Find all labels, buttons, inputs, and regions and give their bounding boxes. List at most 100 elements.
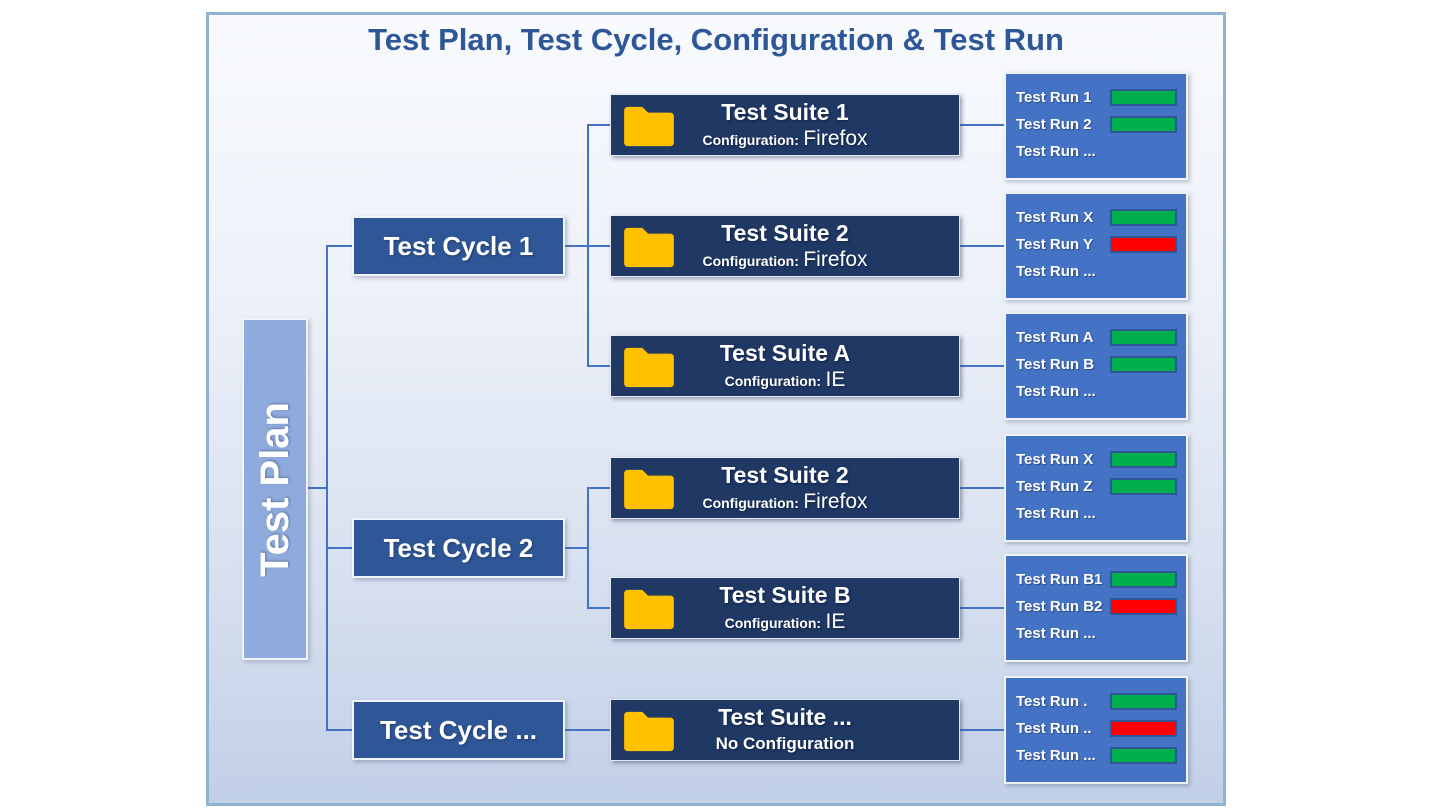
connector-suite5-stub [587, 607, 610, 609]
suite-title: Test Suite 2 [721, 462, 849, 488]
run-status-bar [1110, 88, 1177, 106]
run-row: Test Run ... [1016, 141, 1177, 161]
connector-cycle1-stub [326, 245, 352, 247]
run-status-bar [1110, 597, 1177, 615]
suite-config: Configuration: Firefox [611, 490, 959, 516]
connector-run6-link [960, 729, 1004, 731]
run-row: Test Run 2 [1016, 114, 1177, 134]
run-row: Test Run ... [1016, 503, 1177, 523]
run-row: Test Run X [1016, 207, 1177, 227]
config-value: Firefox [803, 248, 868, 271]
run-row: Test Run Y [1016, 234, 1177, 254]
suite-title: Test Suite B [719, 582, 851, 608]
run-label: Test Run 1 [1016, 88, 1092, 106]
run-group-2[interactable]: Test Run X Test Run Y Test Run ... [1004, 192, 1188, 300]
suite-config: Configuration: Firefox [611, 248, 959, 274]
folder-icon [624, 347, 674, 388]
connector-run1-link [960, 124, 1004, 126]
connector-cycle2-right [565, 547, 589, 549]
connector-suite3-stub [587, 365, 610, 367]
connector-cycle3-stub [326, 729, 352, 731]
suite-title: Test Suite 1 [721, 99, 849, 125]
run-label: Test Run ... [1016, 142, 1096, 160]
run-status-bar [1110, 692, 1177, 710]
test-cycle-etc-node[interactable]: Test Cycle ... [352, 700, 565, 760]
folder-icon [624, 469, 674, 510]
run-row: Test Run ... [1016, 381, 1177, 401]
run-row: Test Run ... [1016, 745, 1177, 765]
run-label: Test Run X [1016, 450, 1094, 468]
run-row: Test Run 1 [1016, 87, 1177, 107]
connector-run4-link [960, 487, 1004, 489]
suite-title: Test Suite A [719, 340, 851, 366]
suite-config: Configuration: IE [611, 368, 959, 394]
run-status-bar [1110, 477, 1177, 495]
config-label: Configuration: [724, 615, 822, 631]
run-label: Test Run B1 [1016, 570, 1103, 588]
folder-icon [624, 227, 674, 268]
run-group-6[interactable]: Test Run . Test Run .. Test Run ... [1004, 676, 1188, 784]
run-row: Test Run B1 [1016, 569, 1177, 589]
run-label: Test Run . [1016, 692, 1088, 710]
run-row: Test Run . [1016, 691, 1177, 711]
test-cycle-label: Test Cycle ... [379, 714, 538, 745]
test-suite-b-node[interactable]: Test Suite B Configuration: IE [610, 577, 960, 639]
run-status-bar [1110, 355, 1177, 373]
run-group-4[interactable]: Test Run X Test Run Z Test Run ... [1004, 434, 1188, 542]
connector-suite4-stub [587, 487, 610, 489]
test-suite-1-node[interactable]: Test Suite 1 Configuration: Firefox [610, 94, 960, 156]
test-suite-a-node[interactable]: Test Suite A Configuration: IE [610, 335, 960, 397]
connector-cycle3-right [565, 729, 610, 731]
run-label: Test Run ... [1016, 382, 1096, 400]
config-label: Configuration: [702, 132, 799, 148]
config-label: Configuration: [702, 253, 799, 269]
config-value: IE [825, 610, 846, 633]
run-label: Test Run X [1016, 208, 1094, 226]
run-status-bar [1110, 328, 1177, 346]
run-row: Test Run A [1016, 327, 1177, 347]
test-cycle-1-node[interactable]: Test Cycle 1 [352, 216, 565, 276]
folder-icon [624, 589, 674, 630]
connector-cycle1-right [565, 245, 589, 247]
test-cycle-label: Test Cycle 1 [383, 230, 534, 261]
connector-suite-trunk-2 [587, 487, 589, 609]
run-label: Test Run ... [1016, 624, 1096, 642]
test-plan-node[interactable]: Test Plan [242, 318, 308, 660]
connector-suite2-stub [587, 245, 610, 247]
run-row: Test Run ... [1016, 623, 1177, 643]
suite-config: No Configuration [611, 732, 959, 757]
run-row: Test Run B2 [1016, 596, 1177, 616]
config-label: Configuration: [702, 495, 799, 511]
run-status-bar [1110, 450, 1177, 468]
run-group-5[interactable]: Test Run B1 Test Run B2 Test Run ... [1004, 554, 1188, 662]
run-group-1[interactable]: Test Run 1 Test Run 2 Test Run ... [1004, 72, 1188, 180]
test-suite-2-node[interactable]: Test Suite 2 Configuration: Firefox [610, 215, 960, 277]
run-group-3[interactable]: Test Run A Test Run B Test Run ... [1004, 312, 1188, 420]
folder-icon [624, 711, 674, 752]
run-label: Test Run B [1016, 355, 1095, 373]
config-value: No Configuration [715, 734, 855, 753]
connector-cycle2-stub [326, 547, 352, 549]
run-row: Test Run Z [1016, 476, 1177, 496]
connector-cycle-trunk [326, 245, 328, 731]
run-status-bar [1110, 115, 1177, 133]
run-label: Test Run Z [1016, 477, 1093, 495]
run-label: Test Run ... [1016, 504, 1096, 522]
run-status-bar [1110, 235, 1177, 253]
suite-config: Configuration: Firefox [611, 127, 959, 153]
suite-title: Test Suite 2 [721, 220, 849, 246]
connector-plan-stub [308, 487, 327, 489]
run-status-bar [1110, 208, 1177, 226]
config-value: IE [825, 368, 846, 391]
run-row: Test Run B [1016, 354, 1177, 374]
run-label: Test Run B2 [1016, 597, 1103, 615]
connector-run3-link [960, 365, 1004, 367]
run-row: Test Run X [1016, 449, 1177, 469]
test-suite-2b-node[interactable]: Test Suite 2 Configuration: Firefox [610, 457, 960, 519]
test-cycle-2-node[interactable]: Test Cycle 2 [352, 518, 565, 578]
run-status-bar [1110, 746, 1177, 764]
test-cycle-label: Test Cycle 2 [383, 532, 534, 563]
connector-suite1-stub [587, 124, 610, 126]
test-suite-etc-node[interactable]: Test Suite ... No Configuration [610, 699, 960, 761]
